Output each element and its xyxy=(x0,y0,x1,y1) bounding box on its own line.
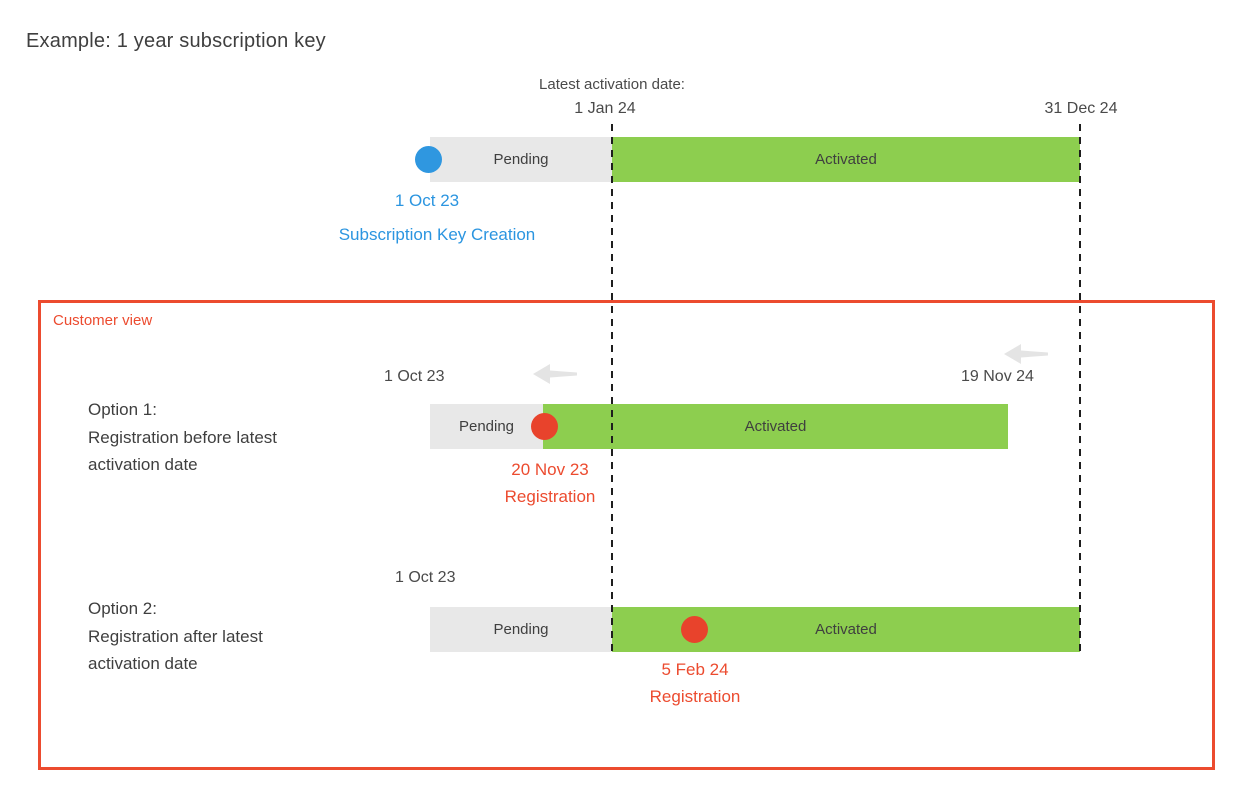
latest-activation-date-label: Latest activation date: xyxy=(539,76,685,93)
option-1-pending-bar: Pending xyxy=(430,404,543,449)
key-creation-activated-bar: Activated xyxy=(612,137,1080,182)
page-title: Example: 1 year subscription key xyxy=(26,30,326,52)
option-2-line-1: Option 2: xyxy=(88,599,157,618)
shift-left-arrow-icon xyxy=(1004,344,1048,364)
option-1-description: Option 1: Registration before latest act… xyxy=(88,396,277,479)
activated-label: Activated xyxy=(815,151,877,168)
subscription-end-date-value: 31 Dec 24 xyxy=(1044,100,1118,117)
pending-label: Pending xyxy=(493,621,549,638)
option-1-registration-dot xyxy=(531,413,558,440)
option-2-start-date: 1 Oct 23 xyxy=(395,569,456,586)
activated-label: Activated xyxy=(815,621,877,638)
customer-view-box xyxy=(38,300,1215,770)
option-1-registration-date: 20 Nov 23 xyxy=(511,460,589,479)
latest-activation-dashed-line xyxy=(611,124,613,652)
customer-view-label: Customer view xyxy=(53,312,153,329)
option-2-line-2: Registration after latest xyxy=(88,626,263,646)
option-1-registration-label: Registration xyxy=(504,487,596,506)
option-2-pending-bar: Pending xyxy=(430,607,612,652)
option-2-registration-date: 5 Feb 24 xyxy=(661,660,729,679)
key-creation-date: 1 Oct 23 xyxy=(394,191,460,210)
option-2-registration-dot xyxy=(681,616,708,643)
shift-left-arrow-icon xyxy=(533,364,577,384)
pending-label: Pending xyxy=(493,151,549,168)
latest-activation-date-value: 1 Jan 24 xyxy=(574,100,636,117)
pending-label: Pending xyxy=(458,418,515,435)
option-2-registration-label: Registration xyxy=(649,687,741,706)
option-1-line-2: Registration before latest xyxy=(88,427,277,447)
option-2-line-3: activation date xyxy=(88,654,198,673)
option-2-description: Option 2: Registration after latest acti… xyxy=(88,595,263,678)
end-date-dashed-line xyxy=(1079,124,1081,652)
option-1-end-date: 19 Nov 24 xyxy=(961,368,1034,385)
option-1-line-1: Option 1: xyxy=(88,400,157,419)
option-1-line-3: activation date xyxy=(88,455,198,474)
option-1-activated-bar: Activated xyxy=(543,404,1008,449)
key-creation-caption: Subscription Key Creation xyxy=(338,225,536,244)
key-creation-dot xyxy=(415,146,442,173)
option-1-start-date: 1 Oct 23 xyxy=(384,368,445,385)
key-creation-pending-bar: Pending xyxy=(430,137,612,182)
activated-label: Activated xyxy=(744,418,807,435)
